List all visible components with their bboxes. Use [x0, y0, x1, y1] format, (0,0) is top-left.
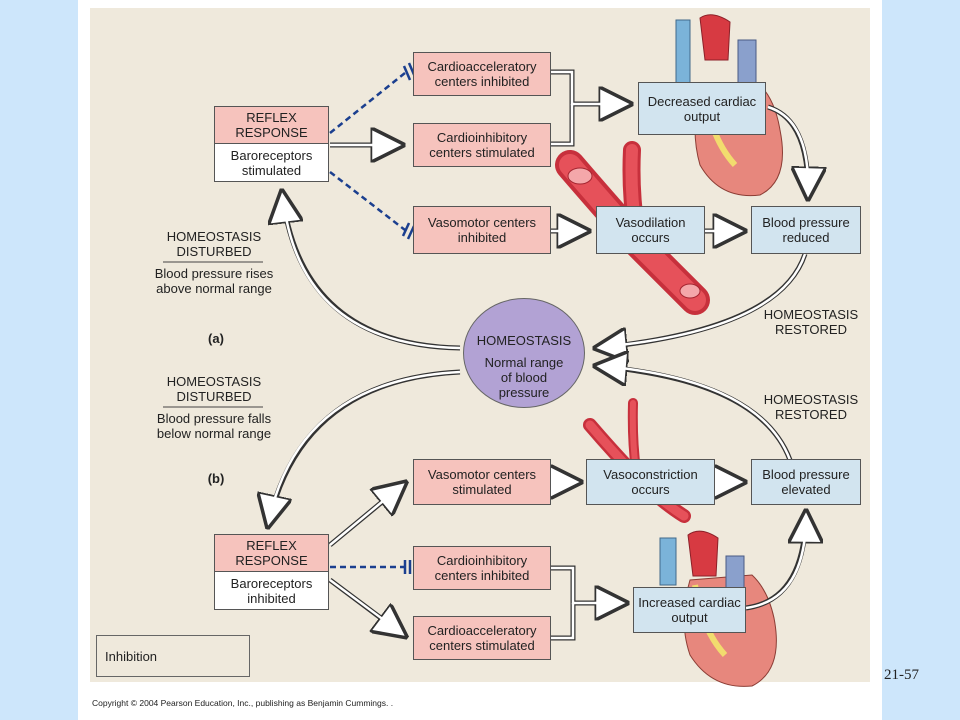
- homeostasis-restored-b: HOMEOSTASIS RESTORED: [763, 392, 859, 422]
- legend-box: Inhibition: [96, 635, 250, 677]
- reflex-response-a-body: Baroreceptors stimulated: [214, 144, 329, 182]
- reflex-response-b-title: REFLEX RESPONSE: [214, 534, 329, 572]
- section-a-marker: (a): [208, 331, 224, 346]
- homeostasis-disturbed-a-body: Blood pressure rises above normal range: [154, 266, 274, 296]
- increased-cardiac-output-box: Increased cardiac output: [633, 587, 746, 633]
- blood-pressure-elevated-box: Blood pressure elevated: [751, 459, 861, 505]
- flow-arrows-inner: [267, 70, 810, 640]
- legend-inhibition-label: Inhibition: [105, 649, 158, 664]
- homeostasis-disturbed-a-title: HOMEOSTASIS DISTURBED: [166, 229, 262, 259]
- cardioacceleratory-stimulated-box: Cardioacceleratory centers stimulated: [413, 616, 551, 660]
- homeostasis-body: Normal range of blood pressure: [484, 355, 564, 400]
- copyright-text: Copyright © 2004 Pearson Education, Inc.…: [92, 698, 394, 708]
- vasomotor-stimulated-box: Vasomotor centers stimulated: [413, 459, 551, 505]
- page-number: 21-57: [884, 667, 919, 683]
- decreased-cardiac-output-box: Decreased cardiac output: [638, 82, 766, 135]
- cardioinhibitory-inhibited-box: Cardioinhibitory centers inhibited: [413, 546, 551, 590]
- homeostasis-circle: HOMEOSTASIS Normal range of blood pressu…: [463, 298, 585, 408]
- homeostasis-title: HOMEOSTASIS: [476, 333, 572, 348]
- vasoconstriction-box: Vasoconstriction occurs: [586, 459, 715, 505]
- homeostasis-disturbed-b-body: Blood pressure falls below normal range: [156, 411, 272, 441]
- blood-pressure-reduced-box: Blood pressure reduced: [751, 206, 861, 254]
- vasomotor-inhibited-box: Vasomotor centers inhibited: [413, 206, 551, 254]
- reflex-response-b-body: Baroreceptors inhibited: [214, 572, 329, 610]
- reflex-response-a-title: REFLEX RESPONSE: [214, 106, 329, 144]
- homeostasis-restored-a: HOMEOSTASIS RESTORED: [763, 307, 859, 337]
- homeostasis-disturbed-b-title: HOMEOSTASIS DISTURBED: [166, 374, 262, 404]
- cardioacceleratory-inhibited-box: Cardioacceleratory centers inhibited: [413, 52, 551, 96]
- vasodilation-box: Vasodilation occurs: [596, 206, 705, 254]
- section-b-marker: (b): [207, 471, 225, 486]
- cardioinhibitory-stimulated-box: Cardioinhibitory centers stimulated: [413, 123, 551, 167]
